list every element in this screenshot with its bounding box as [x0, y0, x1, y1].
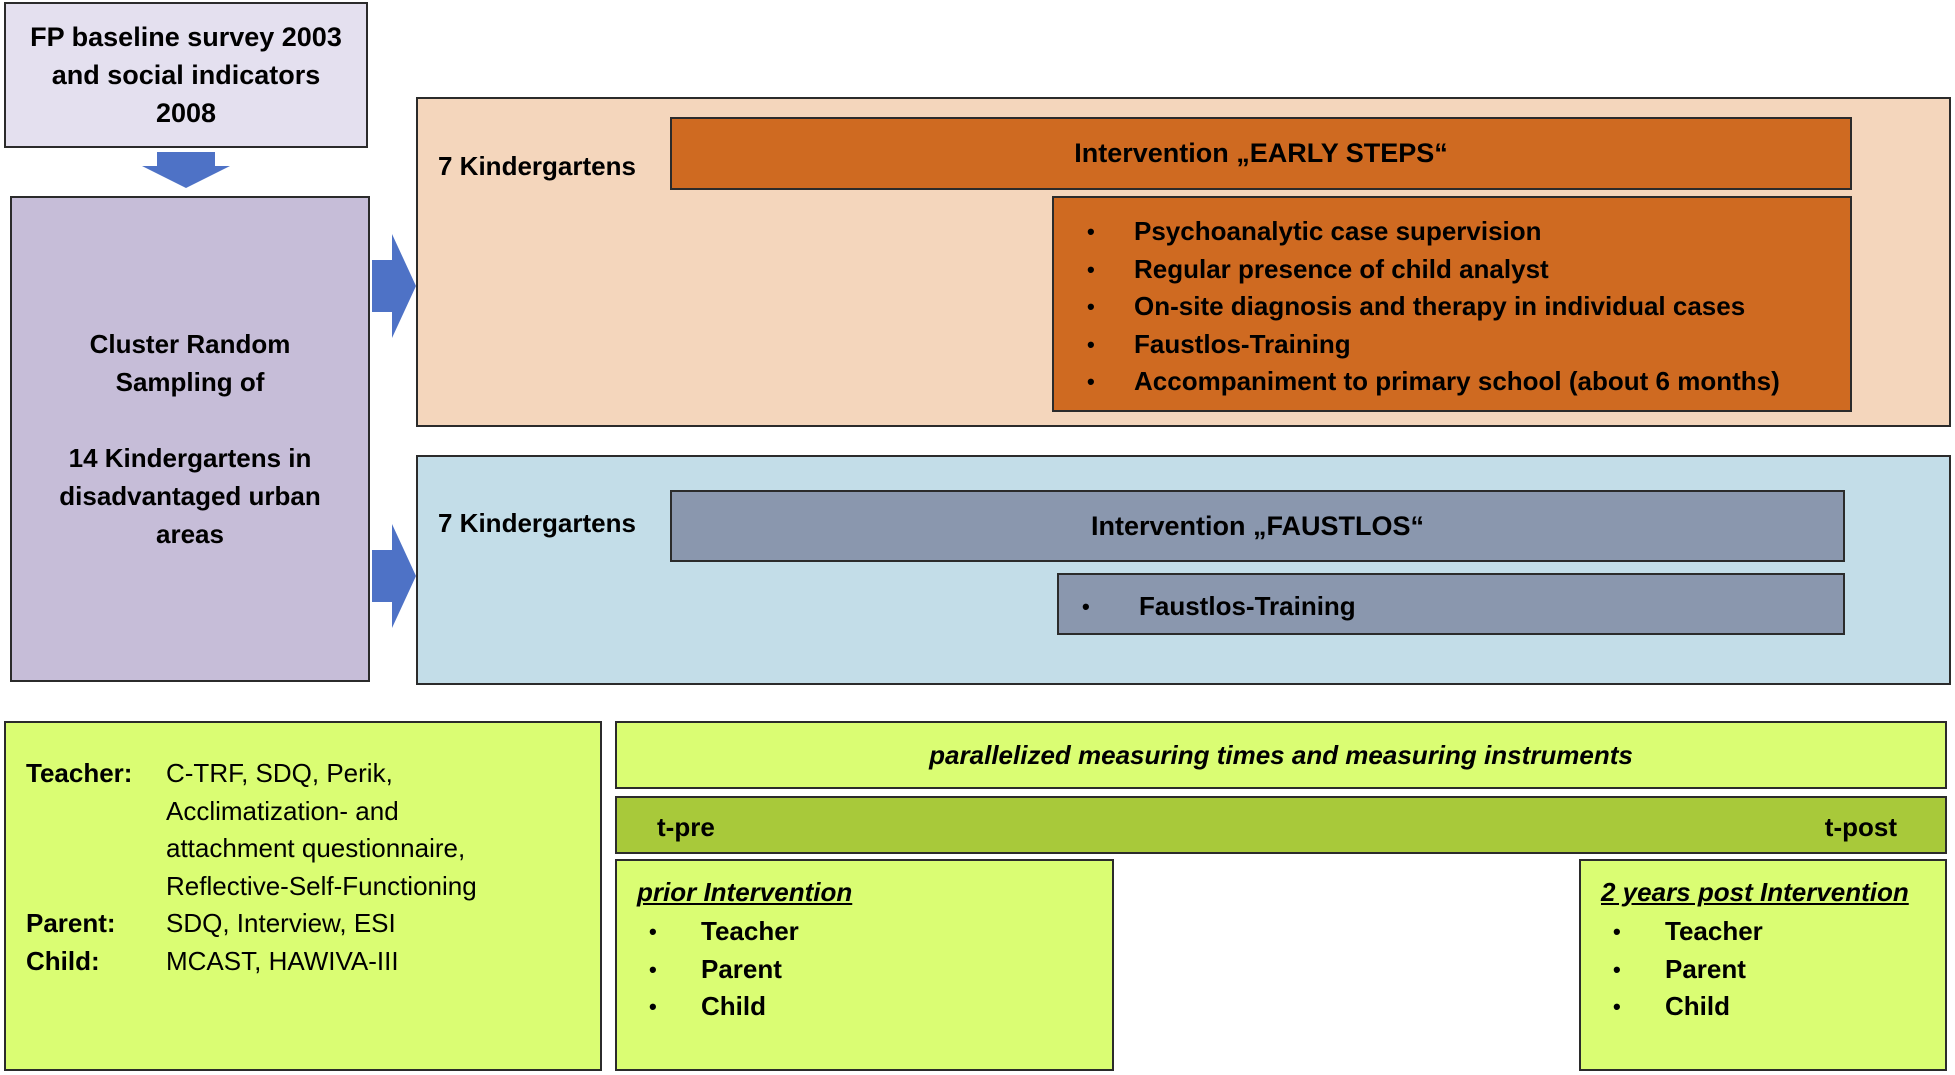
- bullet-icon: •: [1087, 219, 1095, 244]
- list-item: •Psychoanalytic case supervision: [1054, 213, 1850, 251]
- teacher-instruments-line: attachment questionnaire,: [166, 833, 466, 863]
- list-item: •Teacher: [1601, 913, 1945, 951]
- instruments-box: Teacher: C-TRF, SDQ, Perik, Acclimatizat…: [4, 721, 602, 1071]
- list-item: •On-site diagnosis and therapy in indivi…: [1054, 288, 1850, 326]
- faustlos-activities: •Faustlos-Training: [1057, 573, 1845, 635]
- teacher-instruments-line: C-TRF, SDQ, Perik,: [166, 758, 393, 788]
- teacher-label: Teacher:: [26, 758, 133, 788]
- cluster-line-4: disadvantaged urban: [59, 481, 321, 511]
- list-item: •Child: [1601, 988, 1945, 1026]
- teacher-instruments-line: Reflective-Self-Functioning: [166, 870, 477, 901]
- baseline-survey-box: FP baseline survey 2003 and social indic…: [4, 2, 368, 148]
- cluster-line-2: Sampling of: [115, 367, 265, 397]
- bullet-icon: •: [1613, 919, 1621, 944]
- early-steps-activities: •Psychoanalytic case supervision •Regula…: [1052, 196, 1852, 412]
- teacher-instruments-row: Teacher: C-TRF, SDQ, Perik, Acclimatizat…: [26, 755, 600, 905]
- teacher-instruments-line: Acclimatization- and: [166, 795, 399, 826]
- post-intervention-title: 2 years post Intervention: [1601, 877, 1909, 907]
- cluster-line-3: 14 Kindergartens in: [68, 443, 312, 473]
- measuring-header: parallelized measuring times and measuri…: [615, 721, 1947, 789]
- parent-label: Parent:: [26, 908, 116, 938]
- cluster-line-5: areas: [156, 519, 224, 549]
- timeline-bar: t-pre t-post: [615, 796, 1947, 854]
- baseline-line-1: FP baseline survey 2003: [30, 22, 342, 52]
- post-intervention-box: 2 years post Intervention •Teacher •Pare…: [1579, 859, 1947, 1071]
- list-item: •Faustlos-Training: [1054, 326, 1850, 364]
- list-item: •Regular presence of child analyst: [1054, 251, 1850, 289]
- list-item: •Parent: [637, 951, 1112, 989]
- list-item: •Accompaniment to primary school (about …: [1054, 363, 1850, 401]
- parent-instruments: SDQ, Interview, ESI: [166, 908, 396, 938]
- bullet-icon: •: [1082, 594, 1090, 619]
- list-item: •Faustlos-Training: [1059, 588, 1843, 626]
- list-item: •Parent: [1601, 951, 1945, 989]
- cluster-line-1: Cluster Random: [89, 329, 291, 359]
- child-instruments-row: Child: MCAST, HAWIVA-III: [26, 943, 600, 981]
- list-item: •Teacher: [637, 913, 1112, 951]
- list-item: •Child: [637, 988, 1112, 1026]
- bullet-icon: •: [649, 919, 657, 944]
- t-pre-label: t-pre: [657, 812, 715, 842]
- prior-intervention-title: prior Intervention: [637, 877, 853, 907]
- faustlos-title: Intervention „FAUSTLOS“: [670, 490, 1845, 562]
- child-instruments: MCAST, HAWIVA-III: [166, 945, 399, 976]
- bullet-icon: •: [1613, 994, 1621, 1019]
- early-kindergartens-label: 7 Kindergartens: [438, 151, 636, 181]
- baseline-line-3: 2008: [155, 98, 217, 128]
- faustlos-kindergartens-label: 7 Kindergartens: [438, 508, 636, 538]
- bullet-icon: •: [1613, 956, 1621, 982]
- cluster-sampling-box: Cluster Random Sampling of 14 Kindergart…: [10, 196, 370, 682]
- early-steps-title: Intervention „EARLY STEPS“: [670, 117, 1852, 190]
- t-post-label: t-post: [1824, 812, 1897, 842]
- bullet-icon: •: [1087, 294, 1095, 319]
- baseline-line-2: and social indicators: [51, 60, 321, 90]
- bullet-icon: •: [649, 956, 657, 982]
- bullet-icon: •: [1087, 331, 1095, 357]
- bullet-icon: •: [1087, 256, 1095, 282]
- down-arrow-icon: [142, 152, 230, 188]
- right-arrow-icon: [372, 234, 416, 338]
- bullet-icon: •: [649, 994, 657, 1019]
- right-arrow-icon: [372, 524, 416, 628]
- bullet-icon: •: [1087, 369, 1095, 394]
- prior-intervention-box: prior Intervention •Teacher •Parent •Chi…: [615, 859, 1114, 1071]
- child-label: Child:: [26, 945, 100, 976]
- parent-instruments-row: Parent: SDQ, Interview, ESI: [26, 905, 600, 943]
